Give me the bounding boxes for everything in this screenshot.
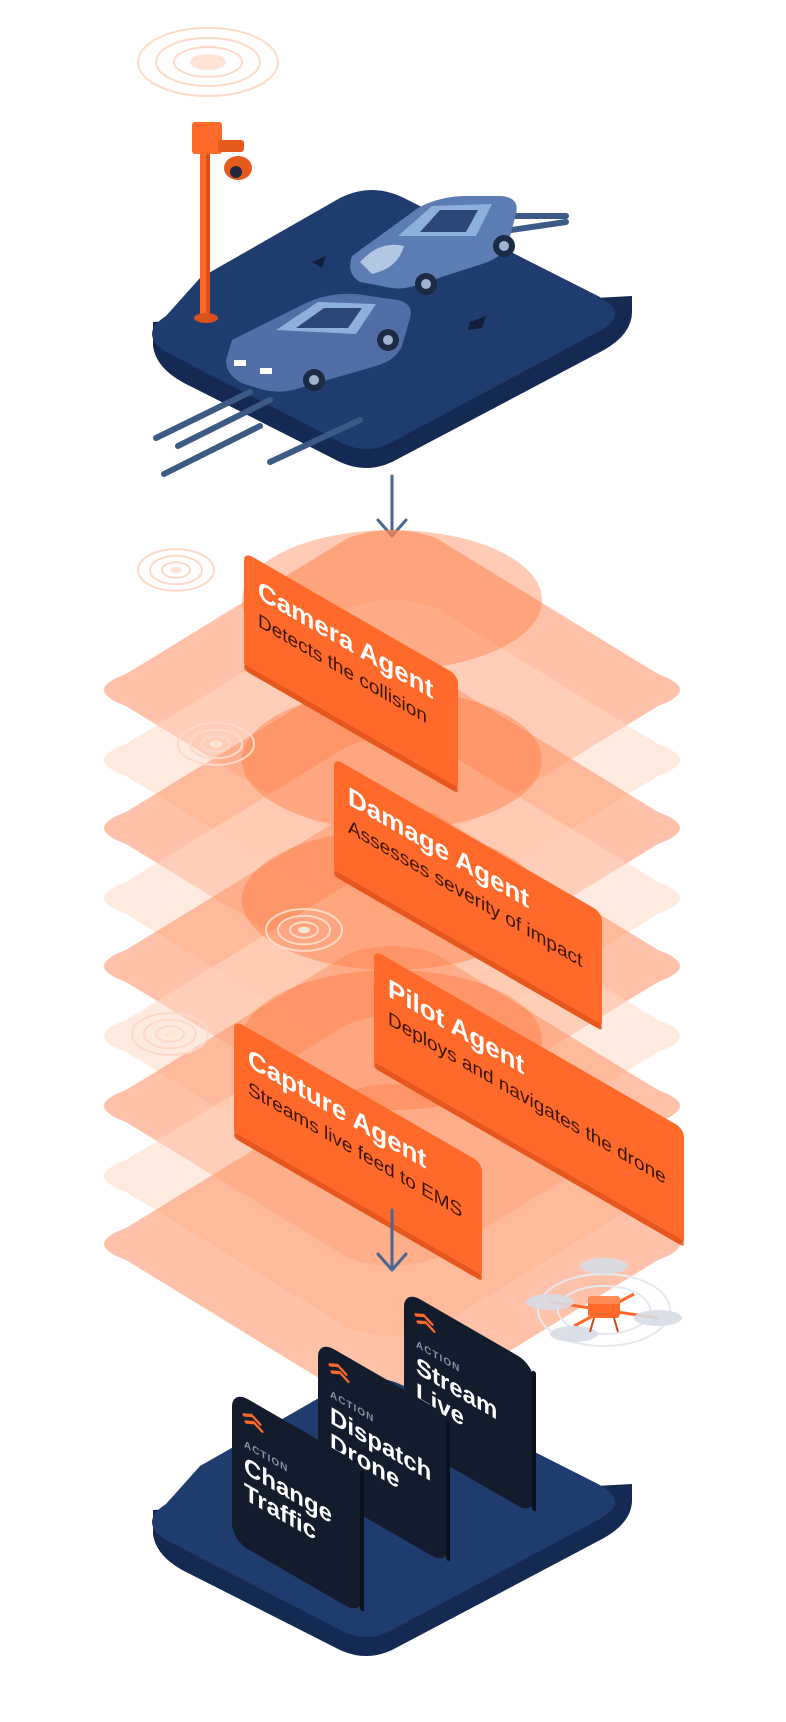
signal-rings-icon: [131, 1012, 209, 1056]
signal-rings-icon: [137, 548, 215, 592]
drone-icon: [526, 1258, 682, 1347]
flow-arrow-bottom: [376, 1208, 408, 1272]
crashed-car-front: [226, 293, 411, 392]
agent-core: [242, 690, 542, 830]
crashed-car-rear: [350, 196, 517, 295]
action-cards: ACTIONStreamLiveACTIONDispatchDroneACTIO…: [232, 1296, 536, 1612]
debris: [312, 256, 486, 330]
signal-rings-icon: [265, 908, 343, 952]
skid-marks: [153, 213, 569, 477]
agent-logo-icon: [414, 1313, 436, 1334]
agent-logo-icon: [328, 1363, 350, 1384]
flow-arrow-top: [376, 474, 408, 538]
security-camera-icon: [137, 27, 279, 323]
agent-logo-icon: [242, 1413, 264, 1434]
signal-rings-icon: [131, 548, 343, 1056]
signal-rings-icon: [177, 722, 255, 766]
